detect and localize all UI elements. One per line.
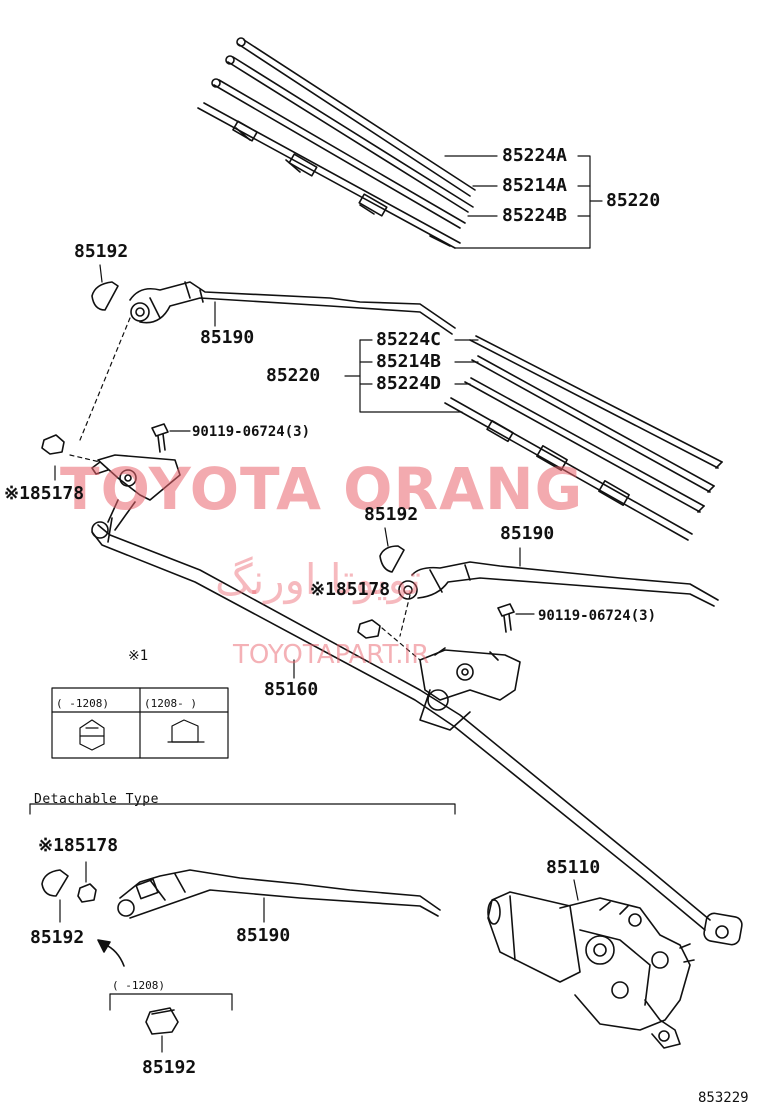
range-bracket [109,993,233,1011]
nut-detachable [77,883,97,903]
watermark-site: TOYOTAPART.IR [233,640,430,670]
bolt-top [151,423,191,453]
range-bottom: ( -1208) [112,979,165,992]
part-label-85214a: 85214A [502,175,568,196]
variant-table [51,687,229,759]
table-mark: ※1 [128,648,149,664]
wiper-cap-mid [379,545,405,573]
part-label-85160: 85160 [264,679,319,700]
part-label-85224b: 85224B [502,205,568,226]
leaders-mid-blades [344,339,479,413]
part-label-85192-top: 85192 [74,241,129,262]
cap-bottom [145,1007,179,1035]
nut-left [41,434,65,455]
wiper-blade-set-top [197,37,476,249]
wiper-arm-mid [398,561,719,607]
table-col-left: ( -1208) [56,697,109,710]
detachable-frame [29,803,456,815]
leaders-top-blades [444,155,603,249]
part-label-85224a: 85224A [502,145,568,166]
part-label-85192-bottom: 85192 [142,1057,197,1078]
part-label-85190-detachable: 85190 [236,925,291,946]
part-label-85192-mid: 85192 [364,504,419,525]
nut-mid [357,619,381,639]
watermark-persian: تویوتا اورنگ [215,555,422,604]
part-label-90119-mid: 90119-06724(3) [538,608,657,624]
detachable-type-title: Detachable Type [34,792,159,807]
part-label-85178-left: ※185178 [4,483,85,504]
wiper-cap-detachable [41,869,69,897]
part-label-85192-detachable: 85192 [30,927,85,948]
part-label-85178-mid: ※185178 [310,579,391,600]
wiper-arm-detachable [117,869,441,919]
wiper-motor [487,891,695,1049]
wiper-arm-left [129,281,456,335]
wiper-cap-top [91,281,119,311]
part-label-85224c: 85224C [376,329,442,350]
part-label-85214b: 85214B [376,351,442,372]
part-label-85178-detachable: ※185178 [38,835,119,856]
bolt-mid [497,603,535,633]
part-label-85224d: 85224D [376,373,442,394]
arrow-head [97,939,111,953]
watermark-brand: TOYOTA ORANG [60,455,584,523]
wiper-blade-set-mid [444,335,723,541]
part-label-85220-top: 85220 [606,190,661,211]
table-col-right: (1208- ) [144,697,197,710]
part-label-85110: 85110 [546,857,601,878]
diagram-code: 853229 [698,1090,749,1106]
wiper-link-assembly [91,454,743,946]
part-label-90119-top: 90119-06724(3) [192,424,311,440]
dashed-leaders [69,317,421,661]
part-label-85220-mid: 85220 [266,365,321,386]
part-label-85190-top: 85190 [200,327,255,348]
part-label-85190-mid: 85190 [500,523,555,544]
